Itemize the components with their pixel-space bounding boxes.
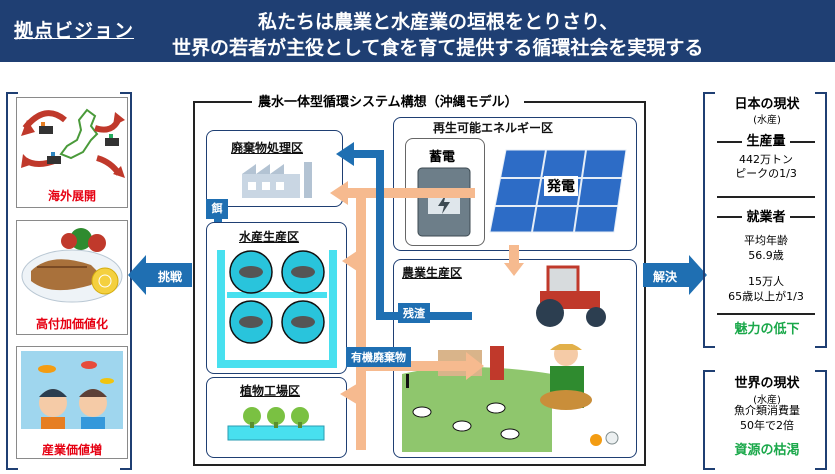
feed-tag: 餌 <box>206 199 228 219</box>
panel-value-added: 高付加価値化 <box>16 220 128 335</box>
solution-arrow <box>643 255 707 295</box>
header-vision-line-2: 世界の若者が主役として食を育て提供する循環社会を実現する <box>172 37 704 59</box>
fish-tanks-icon <box>217 250 337 368</box>
production-line-1: 442万トン <box>739 153 793 166</box>
world-line-2: 50年で2倍 <box>740 419 794 432</box>
production-title-wrap: 生産量 <box>720 130 812 149</box>
left-bracket <box>6 92 18 470</box>
workers-title: 就業者 <box>742 210 790 225</box>
japan-bracket-right <box>815 92 827 348</box>
world-conclusion: 資源の枯渇 <box>734 443 800 458</box>
world-line-1: 魚介類消費量 <box>734 404 800 417</box>
circular-system-title: 農水一体型循環システム構想（沖縄モデル） <box>252 91 524 110</box>
panel-value-added-label: 高付加価値化 <box>35 317 108 331</box>
zone-plant-factory-label: 植物工場区 <box>240 384 301 398</box>
header-banner <box>0 0 835 62</box>
challenge-arrow-label: 挑戦 <box>158 270 183 284</box>
world-status-title: 世界の現状 <box>734 376 800 391</box>
workers-line-3: 15万人 <box>748 275 784 288</box>
workers-line-1: 平均年齢 <box>744 234 788 247</box>
organic-waste-tag: 有機廃棄物 <box>346 347 411 367</box>
world-bracket-left <box>703 370 715 470</box>
panel-overseas: 海外展開 <box>16 97 128 208</box>
zone-aquaculture-label: 水産生産区 <box>239 230 300 244</box>
zone-renewable-label: 再生可能エネルギー区 <box>433 121 554 135</box>
challenge-arrow <box>128 255 192 295</box>
japan-bracket-left <box>703 92 715 348</box>
workers-line-2: 56.9歳 <box>748 249 784 262</box>
panel-overseas-label: 海外展開 <box>47 189 96 203</box>
panel-industry-value-label: 産業価値増 <box>41 443 102 457</box>
japan-status-title: 日本の現状 <box>734 97 800 112</box>
tractor-icon <box>536 265 606 327</box>
children-aquarium-icon <box>21 351 123 429</box>
residue-tag: 残渣 <box>398 303 430 323</box>
panel-industry-value: 産業価値増 <box>16 346 128 459</box>
flow-arrows <box>330 142 524 450</box>
generation-label: 発電 <box>544 176 578 196</box>
zone-agriculture-label: 農業生産区 <box>402 266 463 280</box>
japan-status-sub: (水産) <box>753 115 781 126</box>
hydroponic-plants-icon <box>227 407 325 441</box>
workers-title-wrap: 就業者 <box>720 206 812 225</box>
header-vision-line-1: 私たちは農業と水産業の垣根をとりさり、 <box>258 11 619 33</box>
left-bracket-right <box>120 92 132 470</box>
world-bracket-right <box>815 370 827 470</box>
japan-map-icon <box>21 108 125 178</box>
solution-arrow-label: 解決 <box>653 270 678 284</box>
factory-icon <box>242 162 312 198</box>
grilled-fish-dish-icon <box>21 228 123 303</box>
zone-waste-label: 廃棄物処理区 <box>231 141 304 155</box>
world-status-sub: (水産) <box>753 395 781 406</box>
japan-conclusion: 魅力の低下 <box>734 322 800 337</box>
storage-label: 蓄電 <box>429 150 456 165</box>
production-line-2: ピークの1/3 <box>735 167 797 180</box>
workers-line-4: 65歳以上が1/3 <box>728 290 804 303</box>
production-title: 生産量 <box>742 134 790 149</box>
header-label: 拠点ビジョン <box>14 20 135 42</box>
